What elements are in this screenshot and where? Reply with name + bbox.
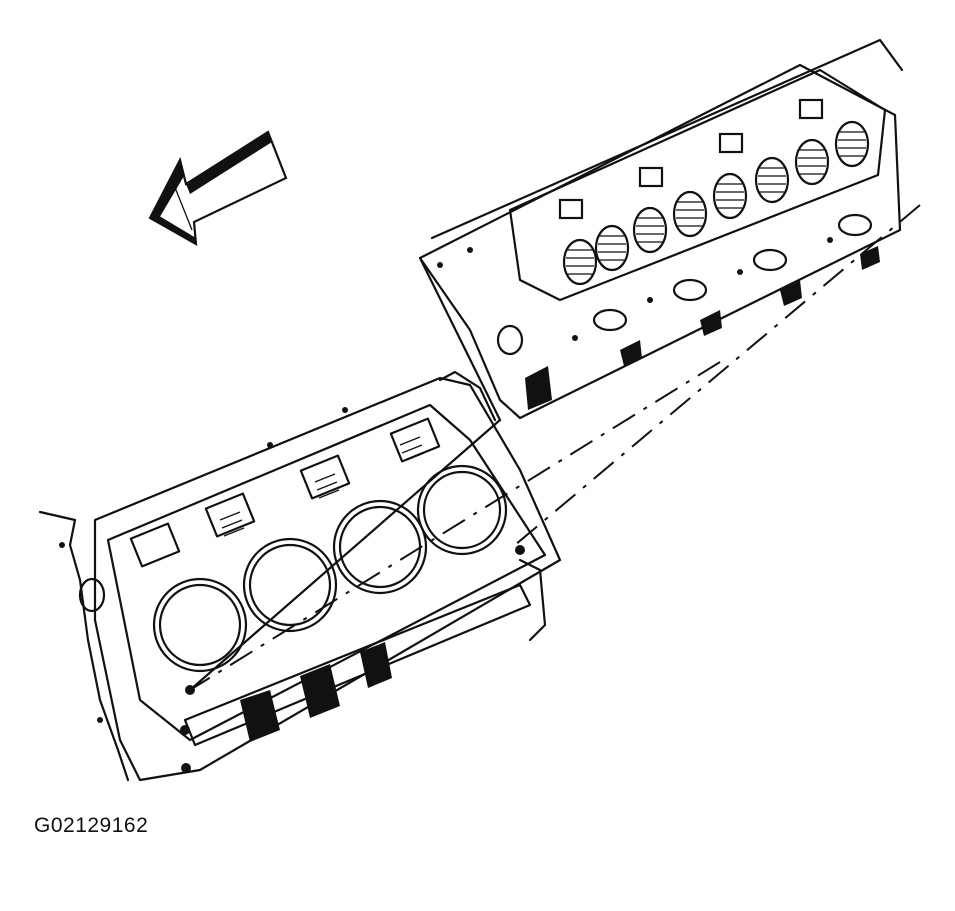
figure-id-label: G02129162 xyxy=(34,814,149,837)
engine-block-with-head-gasket xyxy=(38,370,562,782)
front-direction-arrow-icon xyxy=(148,130,288,246)
cylinder-head xyxy=(418,38,904,420)
alignment-dash-lines xyxy=(188,204,921,692)
